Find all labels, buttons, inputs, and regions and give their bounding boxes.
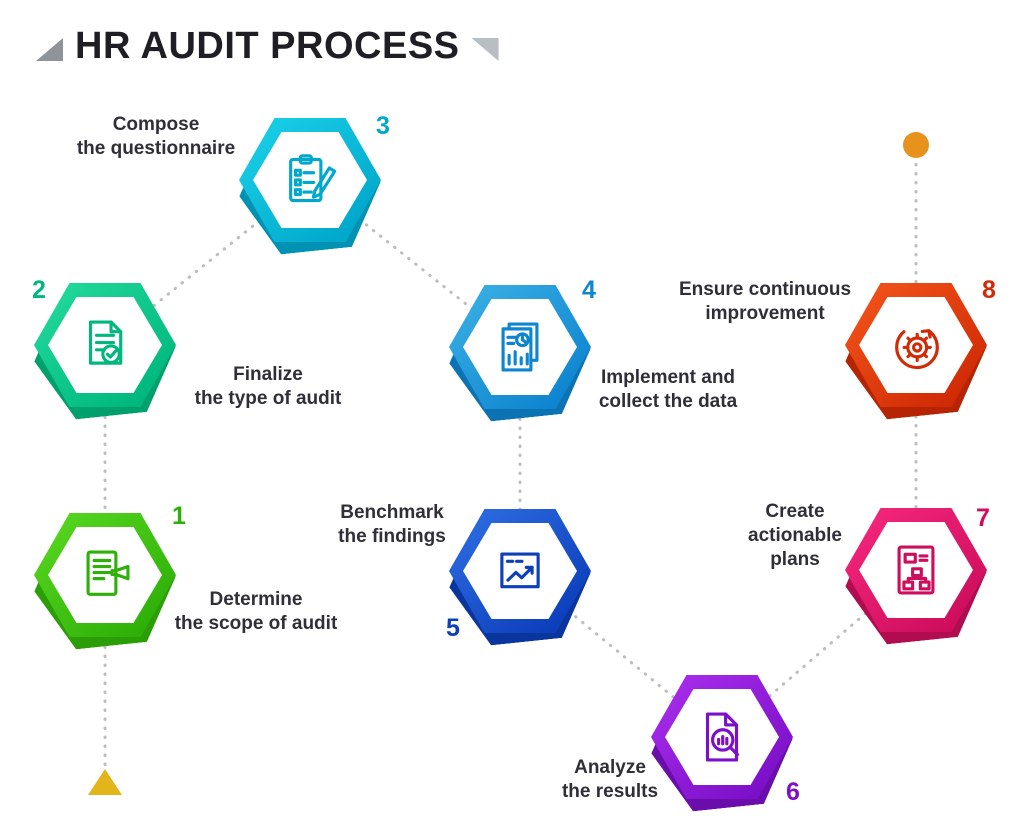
step-number-6: 6: [786, 778, 800, 806]
step-hexagon-3: [239, 118, 381, 242]
hexagon-face: [463, 299, 577, 395]
step-hexagon-4: [449, 285, 591, 409]
step-number-1: 1: [172, 502, 186, 530]
hexagon-face: [48, 297, 162, 393]
step-number-5: 5: [446, 614, 460, 642]
step-hexagon-5: [449, 509, 591, 633]
step-label-1: Determine the scope of audit: [174, 589, 338, 634]
step-label-2: Finalize the type of audit: [194, 364, 342, 409]
page-title-row: HR AUDIT PROCESS: [36, 24, 499, 70]
page-title: HR AUDIT PROCESS: [75, 25, 460, 67]
data-report-icon: [501, 322, 539, 372]
step-number-3: 3: [376, 112, 390, 140]
step-number-8: 8: [982, 276, 996, 304]
step-hexagon-7: [845, 508, 987, 632]
improvement-gear-icon: [895, 329, 939, 370]
hexagon-face: [48, 527, 162, 623]
step-hexagon-2: [34, 283, 176, 407]
step-number-4: 4: [582, 276, 596, 304]
document-check-icon: [88, 320, 123, 365]
analyze-magnifier-icon: [705, 712, 740, 762]
step-hexagon-1: [34, 513, 176, 637]
questionnaire-pencil-icon: [289, 154, 337, 203]
step-hexagon-6: [651, 675, 793, 799]
step-number-7: 7: [976, 504, 990, 532]
title-flag-left-icon: [36, 38, 63, 61]
step-label-8: Ensure continuous improvement: [678, 279, 852, 324]
end-circle-marker: [903, 132, 929, 158]
step-label-5: Benchmark the findings: [338, 502, 446, 547]
step-label-4: Implement and collect the data: [598, 367, 738, 412]
step-number-2: 2: [32, 276, 46, 304]
step-hexagon-8: [845, 283, 987, 407]
title-flag-right-icon: [471, 38, 499, 61]
hexagon-face: [253, 132, 367, 228]
scope-list-icon: [86, 550, 130, 596]
step-label-7: Create actionable plans: [748, 501, 842, 570]
step-label-6: Analyze the results: [561, 757, 659, 802]
step-label-3: Compose the questionnaire: [76, 114, 236, 159]
plan-orgchart-icon: [897, 545, 935, 595]
connector-line: [720, 568, 918, 739]
hexagon-face: [463, 523, 577, 619]
start-triangle-marker: [88, 769, 122, 795]
benchmark-chart-icon: [500, 552, 540, 589]
